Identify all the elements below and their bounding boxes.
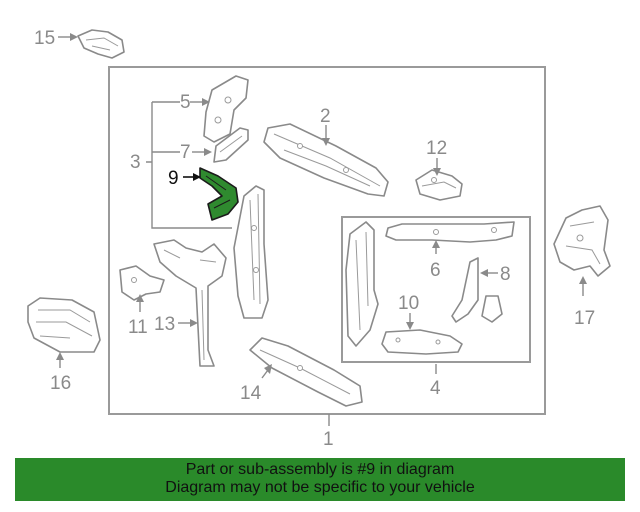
part-17-shield[interactable]: [553, 205, 611, 277]
callout-1: 1: [323, 429, 334, 450]
callout-2: 2: [320, 106, 331, 127]
part-11-small-bracket[interactable]: [119, 265, 165, 301]
part-4-side-panel[interactable]: [345, 221, 379, 347]
part-side-member[interactable]: [233, 185, 269, 319]
callout-13: 13: [154, 314, 175, 335]
callout-4: 4: [430, 378, 441, 399]
part-15-bracket[interactable]: [77, 29, 125, 59]
callout-6: 6: [430, 260, 441, 281]
subassembly-frame-4: [341, 216, 531, 363]
banner-line-2: Diagram may not be specific to your vehi…: [165, 479, 475, 496]
assembly-frame: [108, 66, 546, 415]
callout-17: 17: [574, 308, 595, 329]
callout-16: 16: [50, 373, 71, 394]
part-13-lower-pillar[interactable]: [153, 239, 227, 367]
part-10-lower-bracket[interactable]: [381, 329, 463, 355]
part-12-latch-bracket[interactable]: [415, 169, 463, 201]
callout-12: 12: [426, 138, 447, 159]
part-14-lower-support[interactable]: [249, 337, 363, 407]
part-7-support[interactable]: [213, 127, 249, 163]
callout-9: 9: [168, 168, 179, 189]
part-6-upper-member[interactable]: [385, 221, 515, 243]
callout-8: 8: [500, 264, 511, 285]
part-16-duct[interactable]: [27, 297, 101, 353]
callout-10: 10: [398, 293, 419, 314]
part-9-highlighted-bracket[interactable]: [199, 167, 239, 221]
callout-11: 11: [128, 317, 148, 338]
part-5-upper-bracket[interactable]: [203, 75, 249, 143]
callout-14: 14: [240, 383, 262, 404]
part-8-brace[interactable]: [451, 257, 503, 323]
banner-line-1: Part or sub-assembly is #9 in diagram: [185, 461, 455, 478]
callout-7: 7: [180, 142, 191, 163]
callout-15: 15: [34, 28, 55, 49]
part-notice-banner: Part or sub-assembly is #9 in diagram Di…: [15, 458, 625, 501]
callout-5: 5: [180, 92, 191, 113]
part-2-upper-support[interactable]: [263, 123, 389, 197]
callout-3: 3: [130, 152, 141, 173]
